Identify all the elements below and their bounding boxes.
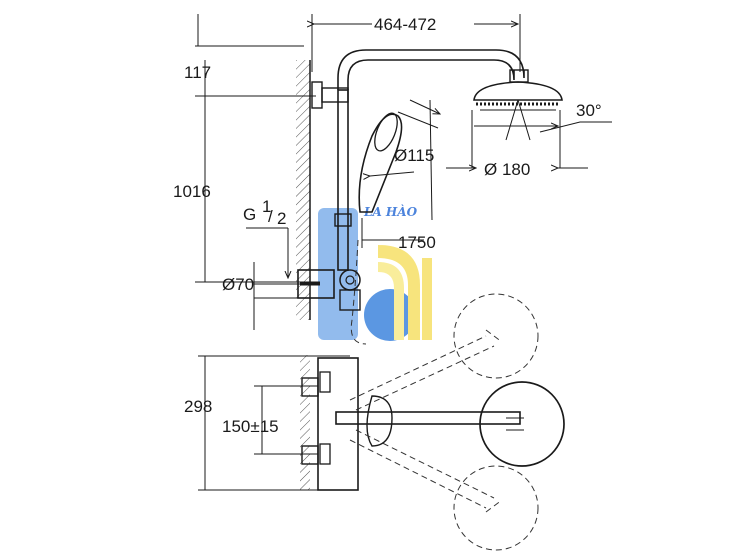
thermostat-mixer-front [301, 357, 521, 491]
rotation-positions [349, 293, 539, 551]
mixer-dimensions: 298 150±15 [184, 355, 350, 491]
inlet-diameter-dimension: Ø70 [222, 262, 300, 330]
svg-text:2: 2 [277, 209, 286, 228]
hand-shower-diameter-label: Ø115 [394, 146, 434, 165]
width-dimension: 464-472 [312, 14, 521, 72]
head-top-view [479, 381, 565, 467]
width-range-label: 464-472 [374, 15, 436, 34]
svg-text:/: / [268, 207, 273, 226]
head-diameter-label: Ø 180 [484, 160, 530, 179]
inlet-diameter-label: Ø70 [222, 275, 254, 294]
wall-hatch-upper [296, 60, 310, 320]
watermark-text: LA HÀO [363, 204, 418, 219]
svg-text:1: 1 [262, 197, 271, 216]
top-offset-label: 117 [184, 63, 211, 82]
overhead-shower-head: 30° Ø 180 [446, 69, 612, 179]
wall-hatch-lower [300, 355, 310, 490]
rail-height-label: 1016 [173, 182, 211, 201]
hose-length-label: 1750 [398, 233, 436, 252]
svg-text:G: G [243, 205, 256, 224]
riser-and-arm [311, 49, 525, 271]
inlet-spacing-label: 150±15 [222, 417, 279, 436]
head-angle-label: 30° [576, 101, 602, 120]
mixer-height-label: 298 [184, 397, 212, 416]
hand-shower: Ø115 1750 [350, 99, 440, 345]
thread-label: G 1 / 2 [243, 197, 288, 278]
thermostat-mixer-side [297, 269, 361, 311]
height-dimensions: 117 1016 [173, 14, 320, 283]
